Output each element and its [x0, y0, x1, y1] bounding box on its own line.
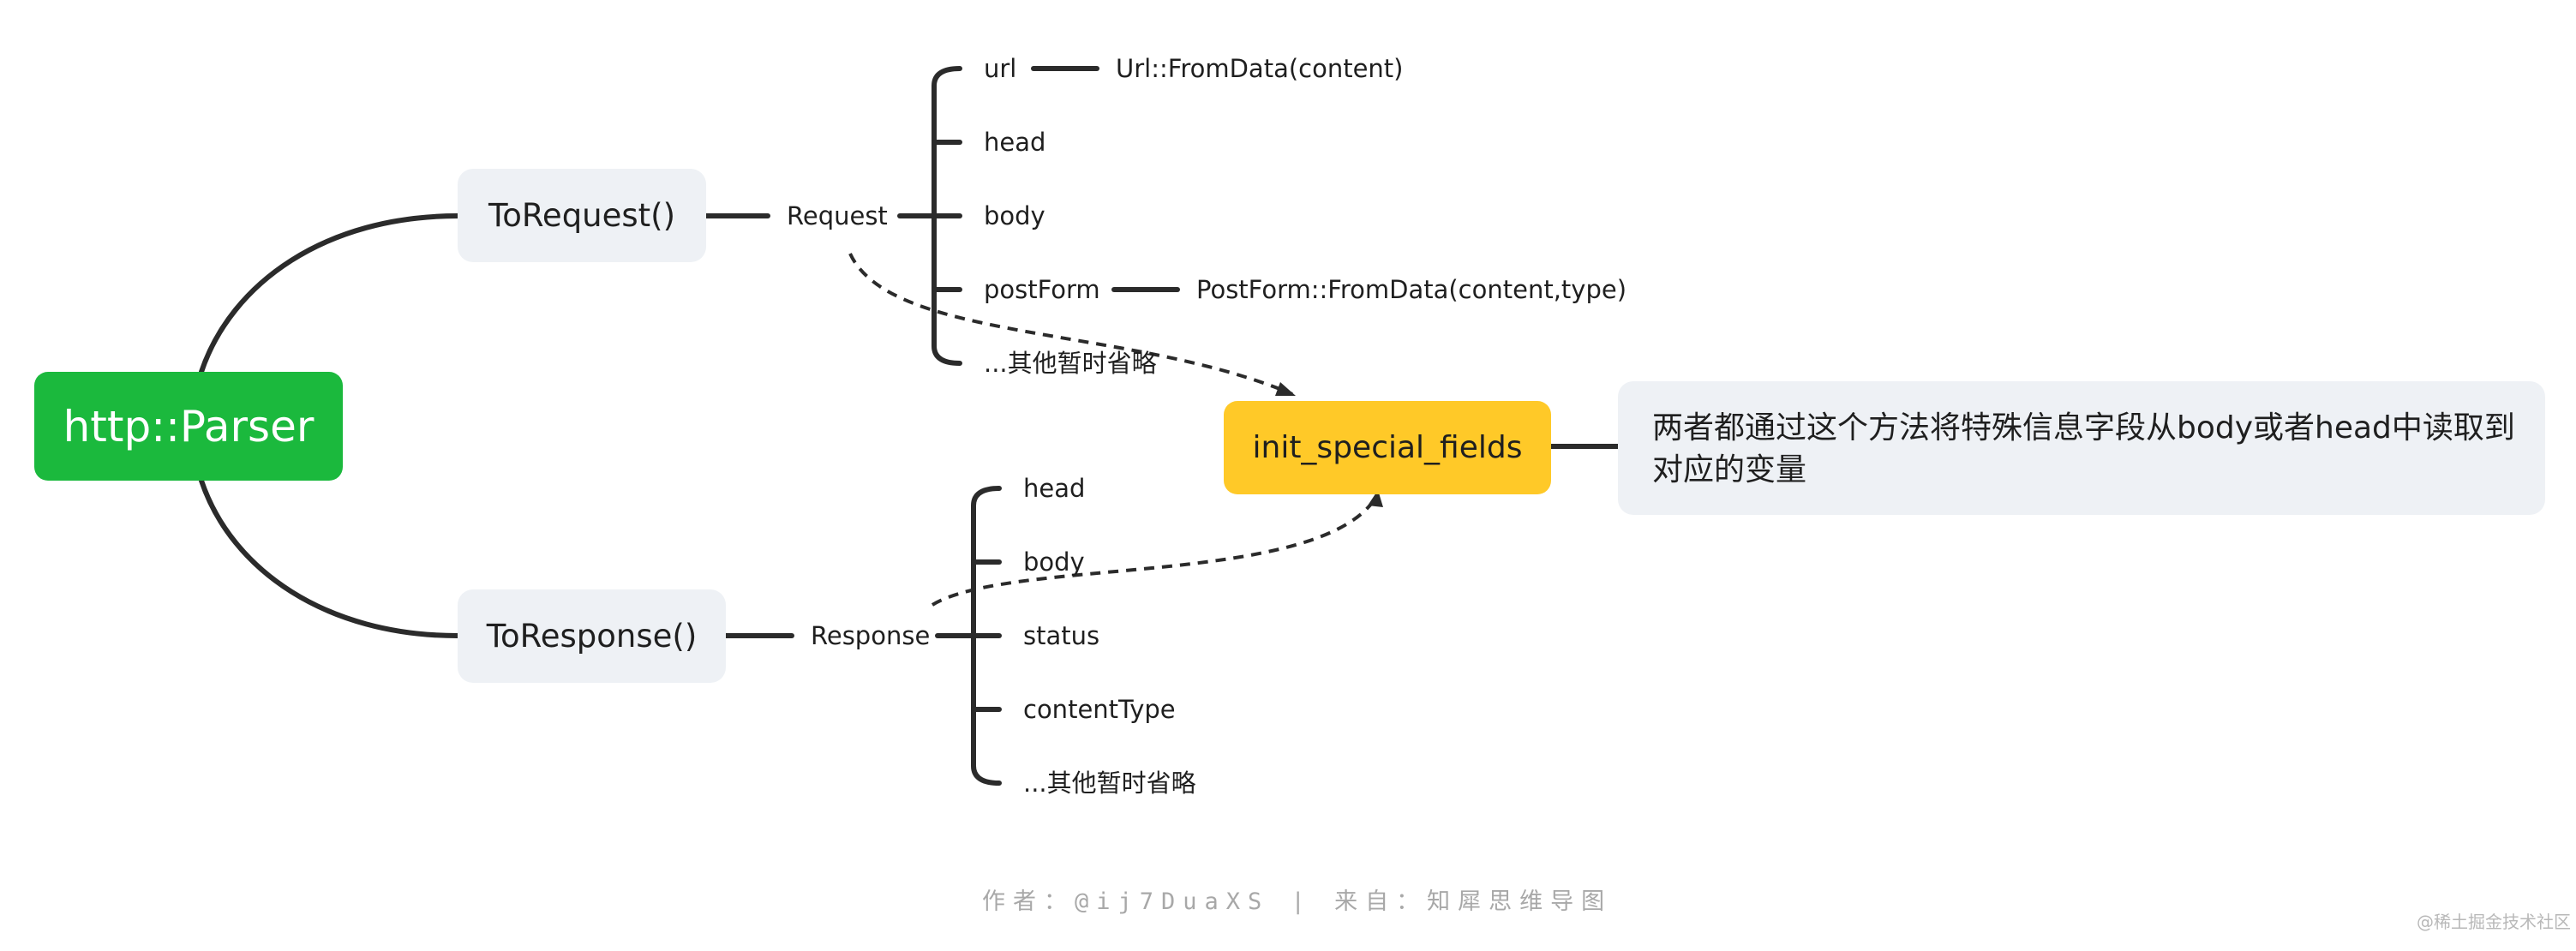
root-node[interactable]: http::Parser [34, 372, 343, 481]
root-to-torequest-line [199, 213, 460, 374]
torequest-node[interactable]: ToRequest() [458, 169, 706, 262]
response-field-head[interactable]: head [1023, 474, 1086, 503]
response-to-special-dashed-arrow [931, 495, 1378, 607]
author-footer: 作者：@ij7DuaXS | 来自：知犀思维导图 [982, 888, 1613, 915]
request-field-url[interactable]: url [984, 54, 1017, 83]
request-field-url-detail[interactable]: Url::FromData(content) [1116, 54, 1404, 83]
request-field-head[interactable]: head [984, 128, 1046, 157]
request-field-body[interactable]: body [984, 201, 1045, 230]
note-node[interactable]: 两者都通过这个方法将特殊信息字段从body或者head中读取到对应的变量 [1618, 381, 2545, 515]
response-field-body[interactable]: body [1023, 547, 1085, 577]
root-to-toresponse-line [199, 478, 460, 638]
response-field-others[interactable]: ...其他暂时省略 [1023, 769, 1196, 798]
response-field-contenttype[interactable]: contentType [1023, 695, 1176, 724]
response-field-status[interactable]: status [1023, 621, 1100, 650]
request-label[interactable]: Request [787, 201, 888, 230]
toresponse-node[interactable]: ToResponse() [458, 589, 726, 683]
request-field-postform[interactable]: postForm [984, 275, 1100, 304]
request-field-others[interactable]: ...其他暂时省略 [984, 349, 1157, 378]
request-to-special-dashed-arrow [848, 253, 1293, 396]
watermark: @稀土掘金技术社区 [2417, 912, 2571, 932]
request-field-postform-detail[interactable]: PostForm::FromData(content,type) [1196, 275, 1627, 304]
response-arrowhead [1368, 490, 1383, 507]
init-special-fields-node[interactable]: init_special_fields [1224, 401, 1551, 494]
response-label[interactable]: Response [811, 621, 931, 650]
request-arrowhead [1275, 382, 1296, 396]
